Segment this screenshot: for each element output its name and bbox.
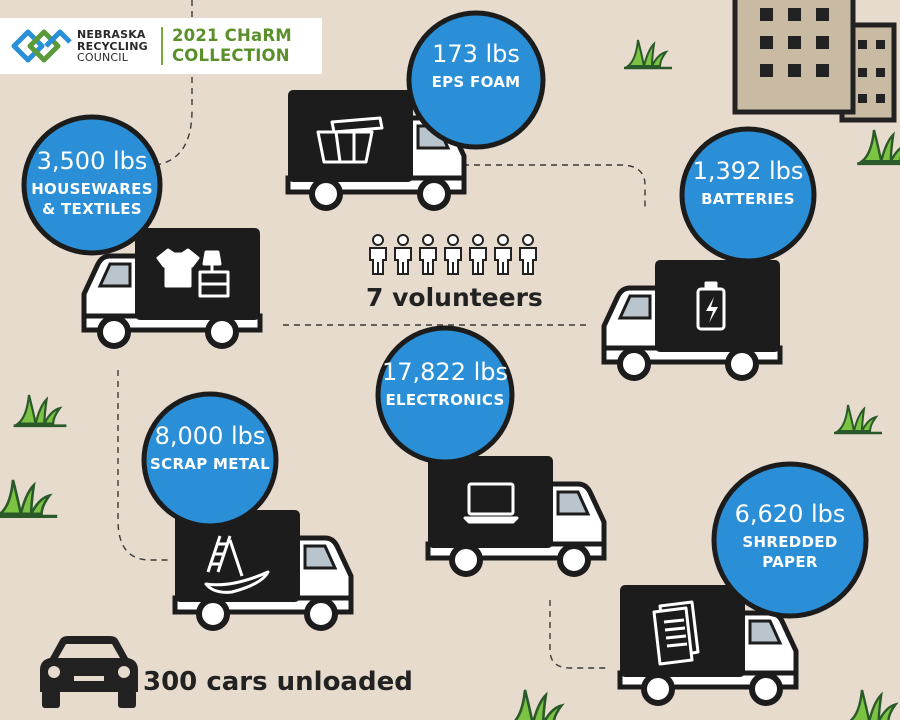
collection-category-line: ELECTRONICS [385, 391, 505, 409]
logo-banner: NEBRASKA RECYCLING COUNCIL 2021 CHaRM CO… [0, 18, 322, 74]
grass-icon [624, 39, 672, 70]
collection-category: SHREDDED PAPER [710, 532, 870, 572]
shirt-and-lamp-icon [156, 248, 230, 298]
battery-icon [696, 281, 726, 331]
collection-category: SCRAP METAL [130, 454, 290, 474]
grass-tufts [0, 39, 900, 720]
person-icon [494, 234, 512, 275]
collection-amount: 17,822 lbs [381, 358, 508, 386]
volunteers-text: 7 volunteers [366, 283, 543, 312]
collection-category-line: SCRAP METAL [150, 455, 270, 473]
collection-category: ELECTRONICS [365, 390, 525, 410]
collection-title: 2021 CHaRM COLLECTION [172, 26, 292, 66]
collection-amount: 173 lbs [432, 40, 520, 68]
collection-title-line1: 2021 CHaRM [172, 26, 292, 45]
scrap-metal-icon [204, 535, 270, 594]
collection-amount: 3,500 lbs [36, 147, 148, 175]
collection-category-line: HOUSEWARES [31, 180, 153, 198]
person-icon [469, 234, 487, 275]
collection-amount: 6,620 lbs [734, 500, 846, 528]
paper-documents-icon [652, 600, 700, 666]
trucks [81, 90, 799, 706]
collection-circle [141, 391, 279, 529]
collection-circle [679, 126, 817, 264]
collection-category: HOUSEWARES & TEXTILES [12, 179, 172, 219]
collection-title-line2: COLLECTION [172, 46, 290, 65]
collection-circle [21, 114, 163, 256]
grass-icon [857, 129, 900, 166]
logo-divider [161, 27, 163, 65]
collection-category-line: SHREDDED [742, 533, 838, 551]
foam-container-icon [316, 116, 384, 164]
truck-icon [425, 456, 607, 577]
person-icon [394, 234, 412, 275]
person-icon [369, 234, 387, 275]
person-icon [419, 234, 437, 275]
collection-category-line: BATTERIES [701, 190, 795, 208]
collection-circle [375, 325, 515, 465]
collection-category-line: EPS FOAM [431, 73, 521, 91]
truck-icon [172, 510, 354, 631]
grass-icon [834, 404, 882, 435]
building-windows [760, 8, 885, 103]
recycling-council-logo [11, 29, 72, 63]
grass-icon [13, 394, 67, 428]
collection-circle [711, 461, 869, 619]
grass-icon [849, 689, 899, 720]
org-name: NEBRASKA RECYCLING COUNCIL [77, 29, 148, 64]
truck-icon [285, 90, 467, 211]
org-name-line2: RECYCLING [77, 39, 148, 53]
org-name-line3: COUNCIL [77, 51, 129, 64]
org-name-line1: NEBRASKA [77, 28, 146, 41]
collection-category: BATTERIES [668, 189, 828, 209]
laptop-icon [463, 482, 519, 524]
grass-icon [0, 479, 58, 519]
collection-amount: 1,392 lbs [692, 157, 804, 185]
volunteer-people-icons [369, 234, 537, 275]
grass-icon [514, 689, 565, 720]
cars-unloaded-text: 300 cars unloaded [143, 667, 413, 697]
person-icon [519, 234, 537, 275]
collection-category: EPS FOAM [396, 72, 556, 92]
truck-icon [601, 260, 783, 381]
collection-category-line: PAPER [762, 553, 818, 571]
collection-circle [406, 10, 546, 150]
circles [21, 10, 869, 619]
building-icon [732, 0, 897, 123]
collection-amount: 8,000 lbs [154, 422, 266, 450]
collection-category-line: & TEXTILES [42, 200, 142, 218]
car-icon [40, 636, 138, 708]
person-icon [444, 234, 462, 275]
